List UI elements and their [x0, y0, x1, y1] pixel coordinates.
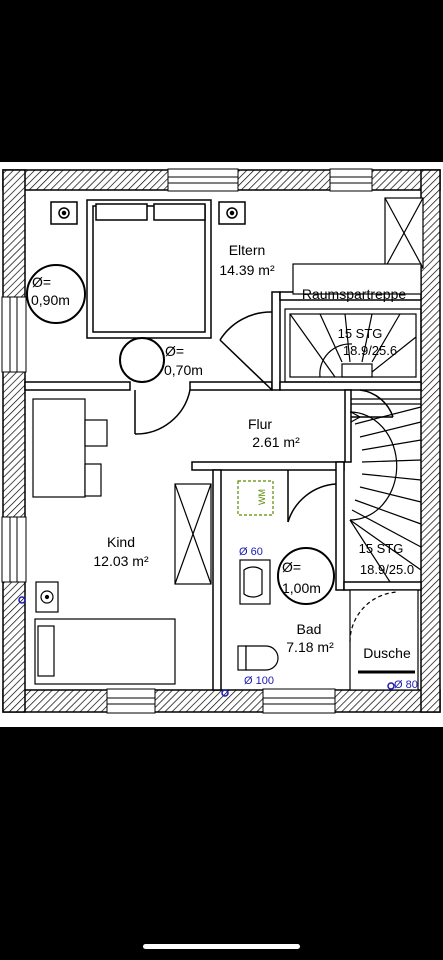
room-name-flur: Flur: [248, 416, 272, 432]
double-bed: [50, 199, 246, 339]
circle-090-sym: Ø=: [32, 274, 51, 290]
stair-lower-dim: 18.9/25.0: [360, 562, 414, 577]
dimension-markers: [18, 596, 395, 697]
room-area-eltern: 14.39 m²: [219, 262, 275, 278]
stair-upper-dim: 18.9/25.6: [343, 343, 397, 358]
room-area-flur: 2.61 m²: [252, 434, 300, 450]
floor-plan: Eltern 14.39 m² Raumspartreppe 15 STG 18…: [0, 162, 443, 727]
stair-upper: [284, 308, 422, 383]
room-name-dusche: Dusche: [363, 645, 411, 661]
circle-070-val: 0,70m: [164, 362, 203, 378]
d80-label: Ø 80: [394, 679, 418, 691]
bathroom-fixtures: [237, 480, 419, 691]
room-name-bad: Bad: [297, 621, 322, 637]
d60-label: Ø 60: [239, 546, 263, 558]
raumspartreppe-label: Raumspartreppe: [302, 286, 406, 302]
room-name-eltern: Eltern: [229, 242, 266, 258]
doors: [134, 311, 394, 523]
stair-upper-count: 15 STG: [338, 326, 383, 341]
wardrobe-eltern: [292, 197, 424, 295]
home-indicator[interactable]: [143, 944, 300, 949]
wm-label: WM: [257, 489, 267, 505]
room-name-kind: Kind: [107, 534, 135, 550]
room-area-bad: 7.18 m²: [286, 639, 334, 655]
kind-furniture: [32, 398, 212, 685]
circle-070-sym: Ø=: [165, 343, 184, 359]
circle-100-sym: Ø=: [282, 559, 301, 575]
room-area-kind: 12.03 m²: [93, 553, 149, 569]
outer-walls: [1, 168, 441, 714]
stair-lower-count: 15 STG: [359, 541, 404, 556]
stair-lower: [349, 398, 422, 583]
turning-circles: [26, 264, 335, 605]
d100-label: Ø 100: [244, 675, 274, 687]
interior-walls: [24, 291, 422, 691]
circle-100-val: 1,00m: [282, 580, 321, 596]
circle-090-val: 0,90m: [31, 292, 70, 308]
